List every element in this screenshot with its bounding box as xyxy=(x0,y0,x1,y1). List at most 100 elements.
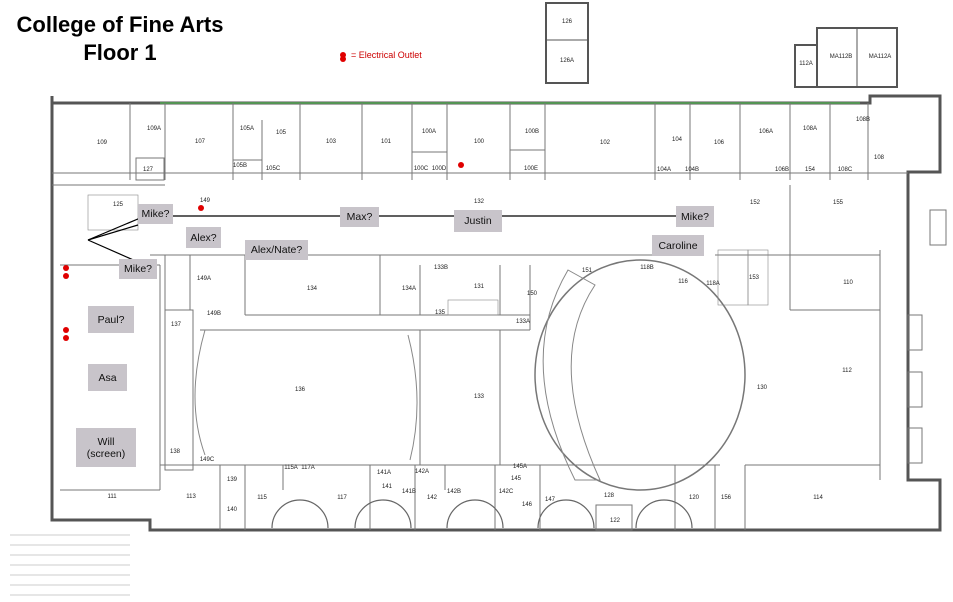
person-tag-mike-2: Mike? xyxy=(676,206,714,227)
room-label: 138 xyxy=(169,449,181,455)
legend-text: = Electrical Outlet xyxy=(351,50,422,60)
outlet-marker-icon xyxy=(340,52,346,58)
oval-hall xyxy=(534,259,746,491)
bays xyxy=(271,499,693,529)
room-label: 154 xyxy=(804,167,816,173)
room-label: 127 xyxy=(142,167,154,173)
room-label: 103 xyxy=(325,139,337,145)
room-label: 130 xyxy=(756,385,768,391)
room-label: 135 xyxy=(434,310,446,316)
room-label: 105C xyxy=(265,166,281,172)
room-label: 151 xyxy=(581,268,593,274)
room-label: 118B xyxy=(640,265,654,271)
room-label: 115 xyxy=(257,495,267,501)
room-label: 155 xyxy=(832,200,844,206)
person-tag-alex: Alex? xyxy=(186,227,221,248)
room-label: 141 xyxy=(381,484,393,490)
room-label: 105A xyxy=(239,126,255,132)
room-label: 108A xyxy=(802,126,818,132)
room-label: 105B xyxy=(232,163,248,169)
room-label: 147 xyxy=(544,497,556,503)
room-label: 109 xyxy=(96,140,108,146)
room-label: 145 xyxy=(510,476,522,482)
room-label: 125 xyxy=(112,202,124,208)
room-label: MA112A xyxy=(868,54,892,60)
room-label: 107 xyxy=(194,139,206,145)
person-tag-mike-1: Mike? xyxy=(138,204,173,224)
room-label: 122 xyxy=(609,518,621,524)
room-label: 133B xyxy=(433,265,449,271)
room-label: 132 xyxy=(473,199,485,205)
room-label: 104A xyxy=(656,167,672,173)
room-label: 156 xyxy=(720,495,732,501)
room-label: 146 xyxy=(521,502,533,508)
room-label: 109A xyxy=(146,126,162,132)
room-label: 112A xyxy=(799,61,813,67)
room-label: 145A xyxy=(512,464,528,470)
room-label: 142A xyxy=(414,469,430,475)
room-label: 100B xyxy=(524,129,540,135)
person-tag-alex-nate: Alex/Nate? xyxy=(245,240,308,260)
room-label: 104 xyxy=(671,137,683,143)
room-label: 142B xyxy=(446,489,462,495)
room-label: 116 xyxy=(678,279,688,285)
room-label: 139 xyxy=(226,477,238,483)
room-label: 117 xyxy=(337,495,347,501)
map-title: College of Fine Arts xyxy=(16,12,224,37)
room-label: 126A xyxy=(559,58,575,64)
room-label: 149B xyxy=(206,311,222,317)
room-label: 150 xyxy=(526,291,538,297)
room-label: 106B xyxy=(774,167,790,173)
room-label: 141A xyxy=(376,470,392,476)
person-tag-asa: Asa xyxy=(88,364,127,391)
person-tag-mike-3: Mike? xyxy=(119,259,157,279)
room-label: 134 xyxy=(306,286,318,292)
room-label: 108 xyxy=(873,155,885,161)
person-tag-justin: Justin xyxy=(454,210,502,232)
room-label: 142 xyxy=(426,495,438,501)
room-label: 153 xyxy=(748,275,760,281)
room-label: 105 xyxy=(275,130,287,136)
map-subtitle: Floor 1 xyxy=(83,40,157,65)
room-label: 101 xyxy=(380,139,392,145)
room-label: 152 xyxy=(749,200,761,206)
room-label: 110 xyxy=(843,280,853,286)
room-label: 115A xyxy=(284,465,298,471)
room-label: 149 xyxy=(199,198,211,204)
exterior-walls xyxy=(50,2,942,532)
room-label: 100A xyxy=(421,129,437,135)
room-label: 104B xyxy=(684,167,700,173)
interior-walls xyxy=(52,103,908,531)
room-label: 100D xyxy=(431,166,447,172)
room-label: 114 xyxy=(813,495,823,501)
room-label: 100 xyxy=(473,139,485,145)
room-label: 100C xyxy=(413,166,429,172)
cable-lines xyxy=(87,215,700,263)
room-label: 118A xyxy=(706,281,720,287)
room-label: 149A xyxy=(196,276,212,282)
legend: = Electrical Outlet xyxy=(340,50,422,60)
person-tag-will: Will (screen) xyxy=(76,428,136,467)
person-tag-paul: Paul? xyxy=(88,306,134,333)
room-label: 117A xyxy=(301,465,315,471)
room-label: 106 xyxy=(713,140,725,146)
room-label: 136 xyxy=(294,387,306,393)
room-label: 128 xyxy=(603,493,615,499)
room-label: 142C xyxy=(498,489,514,495)
room-label: 108C xyxy=(837,167,853,173)
seating-arc xyxy=(542,269,601,481)
room-label: 141B xyxy=(401,489,417,495)
room-label: 137 xyxy=(170,322,182,328)
room-label: 106A xyxy=(758,129,774,135)
room-label: 111 xyxy=(107,494,117,500)
room-label: 131 xyxy=(473,284,485,290)
room-label: 126 xyxy=(561,19,573,25)
outlet-markers xyxy=(63,56,464,341)
room-label: MA112B xyxy=(829,54,853,60)
room-label: 112 xyxy=(842,368,852,374)
room-label: 140 xyxy=(226,507,238,513)
room-label: 149C xyxy=(199,457,215,463)
room-label: 134A xyxy=(401,286,417,292)
person-tag-caroline: Caroline xyxy=(652,235,704,256)
